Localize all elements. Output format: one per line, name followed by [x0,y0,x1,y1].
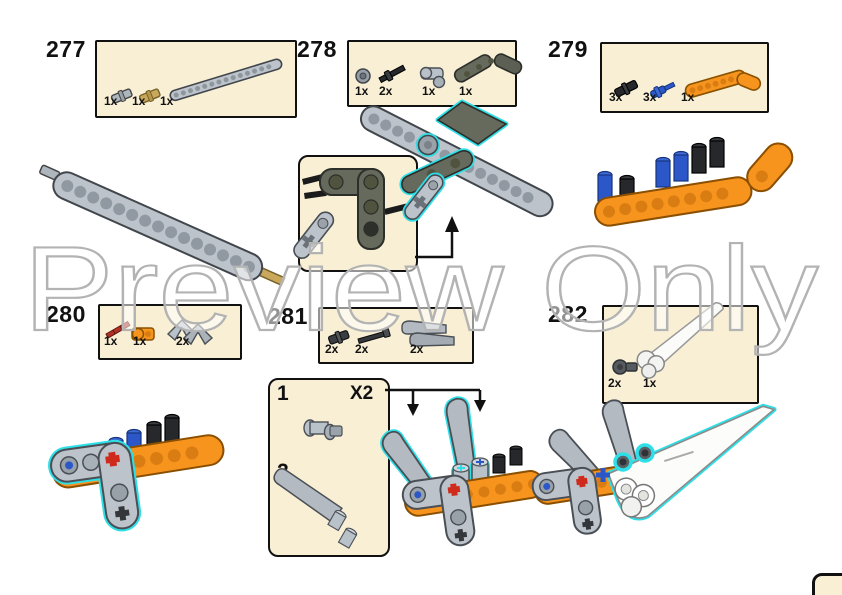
subassembly-step-1-label: 1 [277,382,289,405]
arrow-up-icon [415,216,459,259]
count-label: 3x [609,90,623,104]
pin-connector-gray-icon [293,211,335,259]
connector-orange-icon [131,327,155,341]
assembly-281 [380,388,545,547]
pin-black-icon [509,445,523,466]
bush-highlighted [416,133,440,157]
parts-box-277 [95,40,297,118]
axle-red-cross [105,451,121,467]
rotor-blade-white-icon [636,301,725,379]
l-liftarm-gray [401,474,476,547]
count-label: 1x [160,94,174,108]
subassembly-box [268,378,390,557]
axle-black-icon [357,327,391,344]
pin-long-gray-icon [110,88,133,104]
bent-liftarm-dark-gray-icon [319,168,385,250]
count-label: 2x [176,334,190,348]
parts-art-279 [614,69,762,99]
pin-black-icon [492,453,506,474]
subassembly-art [273,419,358,549]
count-label: 2x [355,342,369,356]
pin-connector-assembly-icon [303,419,343,441]
bent-liftarm-orange [594,142,794,227]
blade-assembly-icon [273,468,358,549]
count-label: 1x [459,84,473,98]
l-liftarm-gray [531,466,602,535]
count-label: 1x [104,334,118,348]
step-number-281: 281 [268,303,308,329]
assembly-282 [531,399,777,535]
subassembly-multiplier-label: X2 [350,383,374,404]
pin-connector-highlighted [470,457,490,484]
axle-blue-cross [596,468,610,482]
assembly-279 [594,136,794,227]
pin-connector-highlighted [402,172,446,222]
pin-connector-gray-icon [419,66,446,89]
count-label: 1x [643,376,657,390]
pin-ring-highlighted [613,452,633,472]
rotor-blade-white-highlighted [605,403,777,521]
l-liftarm-highlighted [48,439,142,532]
parts-box-279 [600,42,769,113]
assembly-278 [359,99,554,259]
count-label: 1x [132,94,146,108]
count-label: 1x [422,84,436,98]
pin-black-icon [614,79,639,98]
step-number-280: 280 [46,301,86,327]
step-number-282: 282 [548,301,588,327]
parts-art-281 [327,320,455,347]
step-number-278: 278 [297,36,337,62]
step-number-279: 279 [548,36,588,62]
parts-box-282 [602,305,759,404]
pin-black-icon [709,136,725,168]
parts-art-280 [105,319,214,346]
parts-art-278 [355,53,523,89]
bush-gray-icon [355,68,371,84]
beam-15-gray-icon [169,58,283,102]
step-number-277: 277 [46,36,86,62]
axle-pin-black-icon [384,203,409,215]
count-label: 2x [379,84,393,98]
bent-liftarm-orange-icon [684,69,762,98]
pin-with-pinhole-dark-icon [612,359,638,375]
axle-pin-black-icon [378,64,406,84]
arrow-down-icons [385,388,486,416]
pin-black-icon [164,413,180,445]
count-label: 1x [133,334,147,348]
count-label: 2x [325,342,339,356]
pin-black-icon [691,142,707,174]
rotor-blade-gray-icon [401,320,455,347]
axle-pin-blue-icon [650,81,676,99]
count-label: 1x [104,94,118,108]
partial-parts-box-corner [812,573,842,595]
axle-pin-tan-icon [138,88,161,104]
axle-pin-black-icon [304,189,327,199]
parts-art-282 [612,301,725,379]
pin-connector-black-icon [327,330,350,345]
axle-pin-blue-icon [673,150,689,182]
assembly-277-beam [39,164,286,287]
count-label: 3x [643,90,657,104]
count-label: 1x [681,90,695,104]
rotor-blade-gray-highlighted [444,396,479,482]
axle-red-icon [105,320,131,339]
inset-detail-art-278 [293,168,409,259]
parts-art-277 [110,58,283,104]
pin-ring-highlighted [635,443,655,463]
count-label: 2x [608,376,622,390]
bent-liftarm-top [436,101,508,145]
axle-pin-blue-icon [655,156,671,188]
assembly-280 [48,413,225,532]
count-label: 2x [410,342,424,356]
bent-liftarm-dark-gray-icon [453,53,523,83]
triangle-liftarm-gray-icon [166,319,214,346]
count-label: 1x [355,84,369,98]
axle-pin-blue-icon [597,170,613,202]
